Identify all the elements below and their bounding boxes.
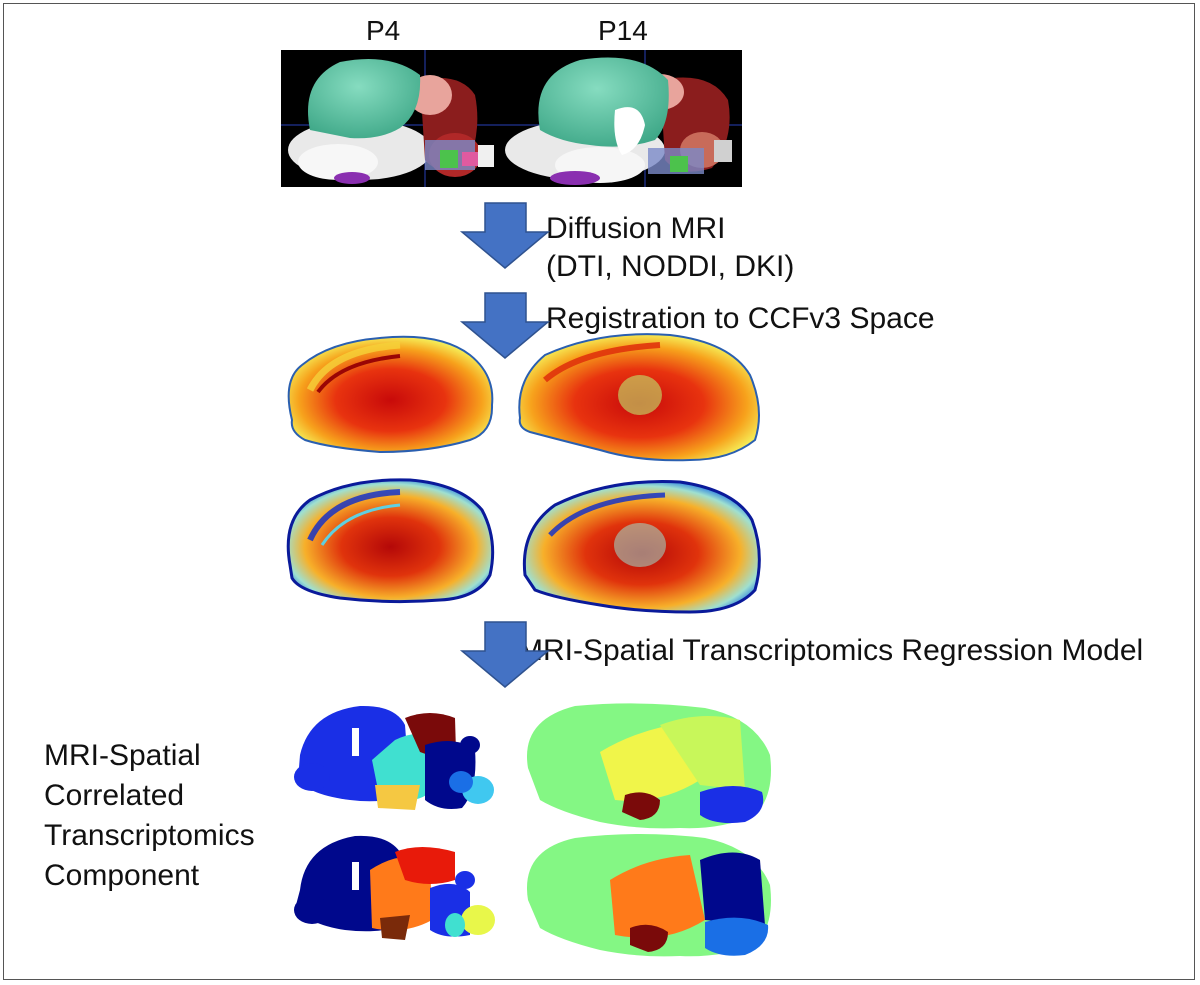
step-label-models: (DTI, NODDI, DKI) [546, 250, 795, 283]
transcriptomics-map-p4-row2 [294, 835, 495, 940]
atlas-brain-p14 [505, 57, 732, 185]
side-label-line-3: Transcriptomics [44, 819, 255, 852]
side-label-line-1: MRI-Spatial [44, 739, 201, 772]
transcriptomics-map-p14-row1 [526, 703, 771, 829]
diffusion-map-p14-row2 [522, 480, 761, 614]
atlas-brain-p4 [288, 58, 494, 184]
diffusion-map-p4-row1 [287, 335, 494, 454]
step-label-diffusion-mri: Diffusion MRI [546, 212, 726, 245]
arrow-registration [459, 292, 551, 359]
atlas-3d-panel [281, 50, 742, 187]
figure-frame [3, 3, 1195, 980]
transcriptomics-map-p14-row2 [526, 834, 771, 957]
step-label-registration: Registration to CCFv3 Space [546, 302, 935, 335]
age-label-p14: P14 [598, 15, 648, 46]
side-label-component: MRI-Spatial Correlated Transcriptomics C… [44, 736, 284, 896]
arrow-diffusion [459, 202, 551, 269]
age-label-p4: P4 [366, 15, 401, 46]
side-label-line-4: Component [44, 859, 200, 892]
diffusion-map-p4-row2 [286, 478, 495, 604]
step-label-regression-model: MRI-Spatial Transcriptomics Regression M… [518, 634, 1144, 667]
arrow-regression [459, 621, 551, 688]
transcriptomics-map-p4-row1 [294, 705, 494, 810]
diffusion-map-p14-row1 [518, 333, 760, 462]
side-label-line-2: Correlated [44, 779, 185, 812]
